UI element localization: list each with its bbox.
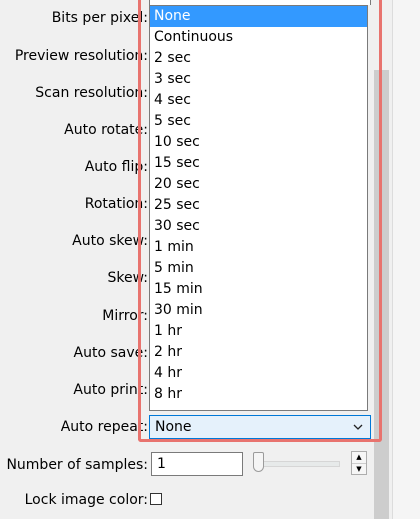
auto-repeat-option[interactable]: 2 hr <box>154 344 182 360</box>
label-auto-save: Auto save: <box>73 345 148 361</box>
auto-repeat-option[interactable]: 2 sec <box>154 50 191 66</box>
auto-repeat-option[interactable]: 20 sec <box>154 176 200 192</box>
bits-per-pixel-select[interactable] <box>149 0 371 5</box>
scrollbar-thumb[interactable] <box>374 70 389 519</box>
right-panel-edge <box>392 0 420 519</box>
label-bits-per-pixel: Bits per pixel: <box>51 10 148 26</box>
auto-repeat-option[interactable]: 1 min <box>154 239 194 255</box>
auto-repeat-option[interactable]: 4 sec <box>154 92 191 108</box>
label-rotation: Rotation: <box>84 196 148 212</box>
auto-repeat-option[interactable]: 4 hr <box>154 365 182 381</box>
samples-slider-track[interactable] <box>258 461 340 467</box>
auto-repeat-dropdown-list[interactable]: None Continuous 2 sec 3 sec 4 sec 5 sec … <box>149 5 368 411</box>
triangle-down-icon[interactable]: ▼ <box>356 465 362 473</box>
auto-repeat-option[interactable]: 10 sec <box>154 134 200 150</box>
samples-slider-thumb[interactable] <box>253 452 264 472</box>
vertical-scrollbar[interactable] <box>373 0 390 519</box>
auto-repeat-option[interactable]: Continuous <box>154 29 234 45</box>
label-auto-skew: Auto skew: <box>72 233 148 249</box>
auto-repeat-select[interactable]: None <box>149 415 371 439</box>
label-skew: Skew: <box>107 270 148 286</box>
auto-repeat-option[interactable]: 3 sec <box>154 71 191 87</box>
label-auto-print: Auto print: <box>73 382 148 398</box>
lock-image-color-checkbox[interactable] <box>150 493 162 505</box>
auto-repeat-selected-value: None <box>155 419 192 435</box>
auto-repeat-option[interactable]: 8 hr <box>154 386 182 402</box>
label-number-of-samples: Number of samples: <box>6 457 148 473</box>
label-auto-repeat: Auto repeat: <box>60 419 148 435</box>
auto-repeat-option[interactable]: 15 sec <box>154 155 200 171</box>
auto-repeat-option[interactable]: 30 min <box>154 302 203 318</box>
samples-spinner[interactable]: ▲ ▼ <box>351 451 367 475</box>
auto-repeat-option[interactable]: 1 hr <box>154 323 182 339</box>
auto-repeat-option[interactable]: 30 sec <box>154 218 200 234</box>
label-auto-rotate: Auto rotate: <box>64 122 148 138</box>
auto-repeat-option[interactable]: 25 sec <box>154 197 200 213</box>
auto-repeat-option[interactable]: 5 min <box>154 260 194 276</box>
chevron-down-icon <box>352 419 364 435</box>
label-auto-flip: Auto flip: <box>84 159 148 175</box>
triangle-up-icon[interactable]: ▲ <box>352 452 366 464</box>
label-lock-image-color: Lock image color: <box>24 492 148 508</box>
number-of-samples-input[interactable]: 1 <box>151 452 243 476</box>
label-preview-resolution: Preview resolution: <box>14 48 148 64</box>
auto-repeat-option[interactable]: None <box>150 6 367 27</box>
auto-repeat-option[interactable]: 5 sec <box>154 113 191 129</box>
auto-repeat-option[interactable]: 15 min <box>154 281 203 297</box>
label-scan-resolution: Scan resolution: <box>35 85 148 101</box>
label-mirror: Mirror: <box>102 308 148 324</box>
